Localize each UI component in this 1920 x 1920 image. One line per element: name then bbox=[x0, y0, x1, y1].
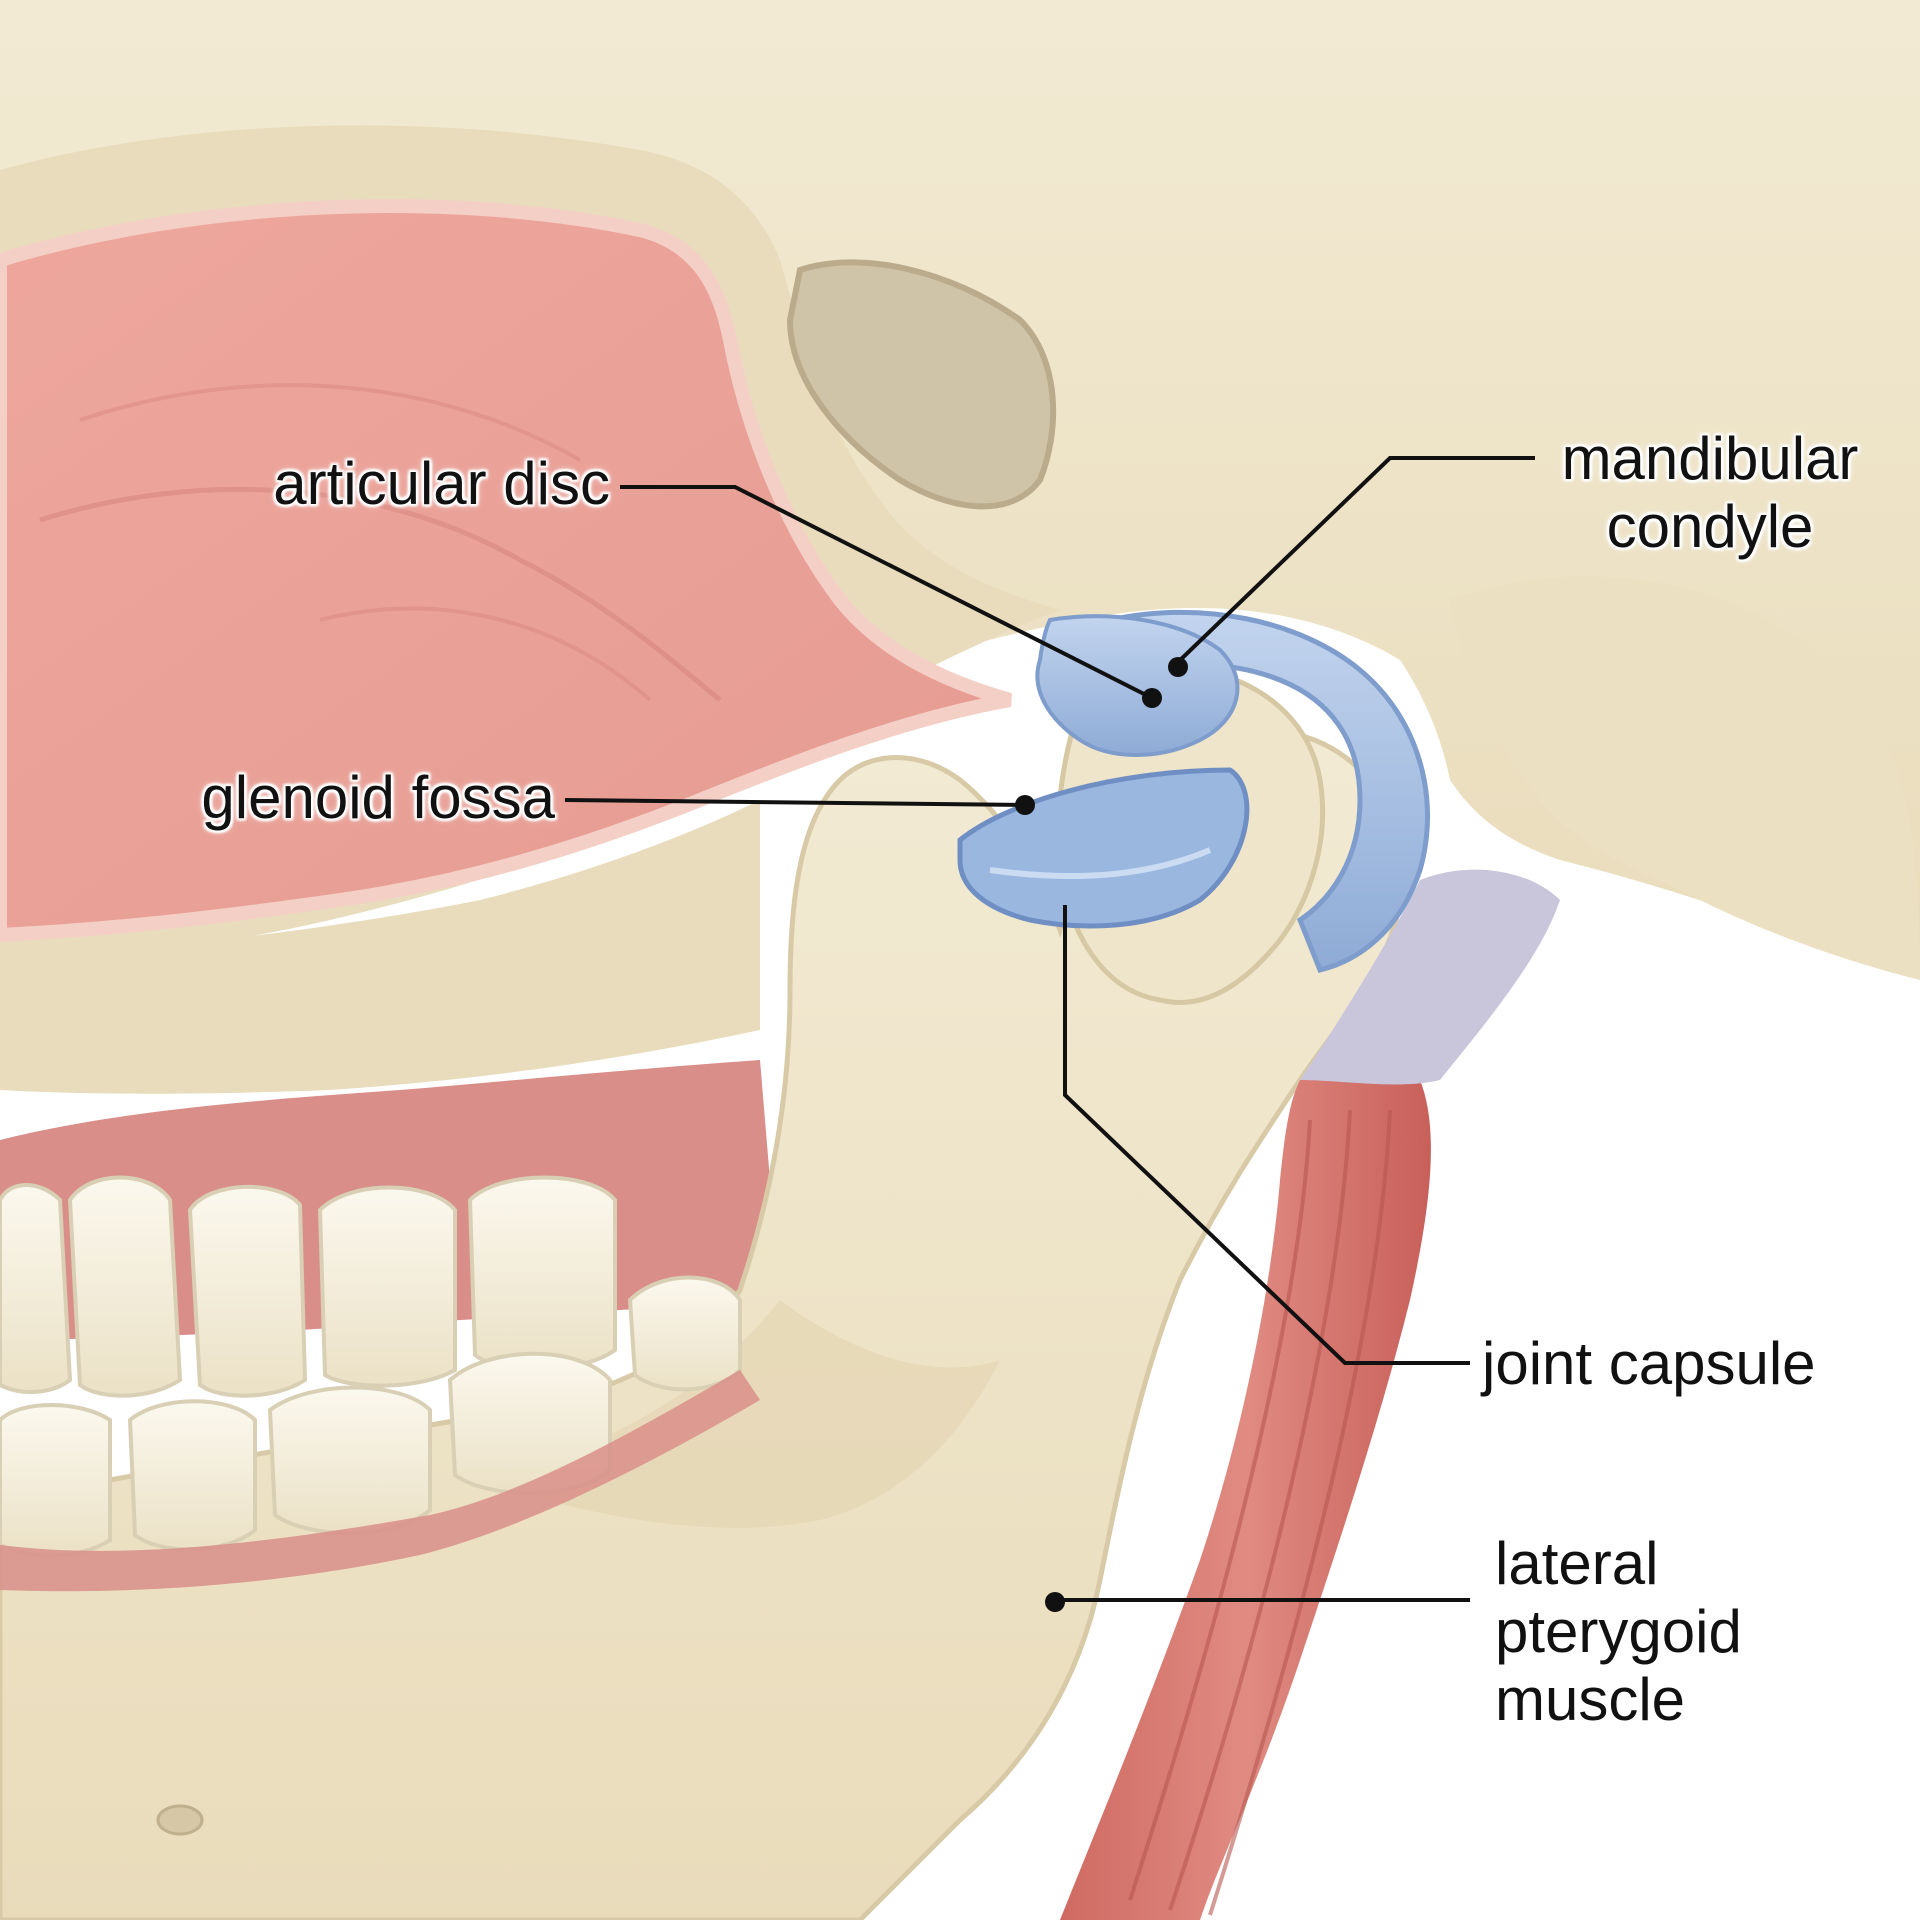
muscle-fiber bbox=[1128, 1119, 1312, 1901]
label-articular-disc: articular disc bbox=[273, 450, 610, 517]
lower-gums bbox=[0, 1370, 760, 1592]
dot-glenoid-fossa bbox=[1015, 795, 1035, 815]
temporal-bone-lobe bbox=[1450, 576, 1920, 980]
label-lateral-pterygoid-muscle: lateral pterygoid muscle bbox=[1495, 1530, 1742, 1733]
joint-capsule-arc bbox=[1107, 609, 1430, 973]
glenoid-highlight bbox=[989, 847, 1212, 879]
dot-lateral-pterygoid bbox=[1045, 1592, 1065, 1612]
leader-glenoid-fossa bbox=[564, 798, 1026, 807]
cavity-fold bbox=[39, 486, 722, 702]
label-joint-capsule: joint capsule bbox=[1482, 1330, 1816, 1397]
tendon bbox=[1300, 869, 1560, 1085]
cavity-fold bbox=[79, 383, 581, 462]
lower-teeth bbox=[0, 1275, 742, 1558]
palate-band bbox=[0, 800, 760, 1094]
leader-mandibular-condyle bbox=[1173, 456, 1535, 667]
bone-foramen bbox=[786, 259, 1057, 510]
leader-dots bbox=[1015, 657, 1188, 1612]
muscle-fiber bbox=[1208, 1109, 1392, 1916]
label-glenoid-fossa: glenoid fossa bbox=[201, 764, 555, 831]
leader-articular-disc bbox=[620, 485, 1151, 699]
muscle-fiber bbox=[1168, 1109, 1352, 1911]
dot-mandibular-condyle bbox=[1168, 657, 1188, 677]
leader-joint-capsule bbox=[1063, 905, 1470, 1365]
upper-teeth bbox=[0, 1175, 617, 1398]
label-mandibular-condyle: mandibular condyle bbox=[1561, 425, 1859, 560]
leader-lines bbox=[564, 456, 1535, 1602]
nasal-cavity bbox=[0, 199, 1012, 943]
cavity-fold bbox=[319, 606, 652, 702]
dot-articular-disc bbox=[1142, 688, 1162, 708]
mental-foramen bbox=[156, 1804, 204, 1836]
